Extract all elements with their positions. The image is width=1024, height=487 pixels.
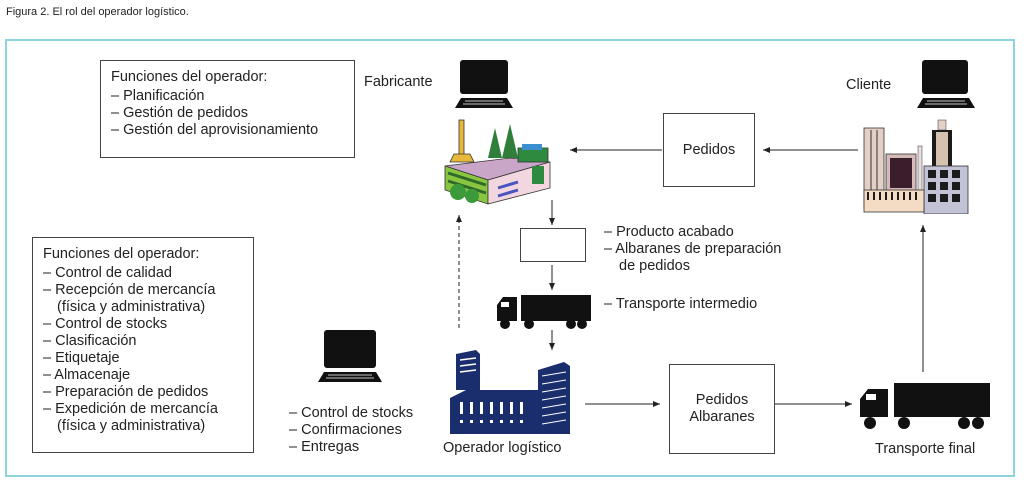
operador-label: Operador logístico [443,440,562,456]
city-buildings-icon [863,119,969,214]
function-item: – Expedición de mercancía [43,401,218,417]
function-item: – Almacenaje [43,367,131,383]
pedidos-albaranes-box: Pedidos Albaranes [669,364,775,454]
function-item: – Preparación de pedidos [43,384,209,400]
function-item: – Control de calidad [43,265,172,281]
computer-icon [455,60,513,108]
product-annotation: – Producto acabado – Albaranes de prepar… [604,224,781,275]
figure-caption: Figura 2. El rol del operador logístico. [6,6,189,18]
cliente-label: Cliente [846,77,892,93]
annotation-line: de pedidos [619,258,690,274]
function-item: – Gestión de pedidos [111,105,249,121]
factory-icon [444,119,551,205]
functions-title: Funciones del operador: [43,246,200,262]
transporte-final-label: Transporte final [875,441,976,457]
truck-icon [497,295,591,329]
function-item: – Clasificación [43,333,137,349]
function-item: – Control de stocks [43,316,168,332]
annotation-line: – Control de stocks [289,405,414,421]
fabricante-label: Fabricante [364,74,433,90]
operator-computer-annotation: – Control de stocks – Confirmaciones – E… [289,405,413,456]
annotation-line: – Producto acabado [604,224,734,240]
functions-box-left: Funciones del operador: – Control de cal… [32,237,254,453]
computer-icon [318,330,382,382]
annotation-line: – Albaranes de preparación [604,241,782,257]
function-item: – Gestión del aprovisionamiento [111,122,319,138]
pedidos-box: Pedidos [663,113,755,187]
function-item: (física y administrativa) [57,299,206,315]
annotation-line: – Entregas [289,439,360,455]
box-line: Albaranes [689,409,755,425]
computer-icon [917,60,975,108]
functions-box-top: Funciones del operador: – Planificación … [100,60,355,158]
truck-icon [860,383,990,429]
office-building-icon [450,350,570,434]
box-line: Pedidos [695,392,749,408]
function-item: (física y administrativa) [57,418,206,434]
function-item: – Recepción de mercancía [43,282,216,298]
product-box [520,228,586,262]
transporte-intermedio-label: – Transporte intermedio [604,296,758,312]
function-item: – Etiquetaje [43,350,120,366]
functions-title: Funciones del operador: [111,69,268,85]
annotation-line: – Confirmaciones [289,422,402,438]
function-item: – Planificación [111,88,205,104]
